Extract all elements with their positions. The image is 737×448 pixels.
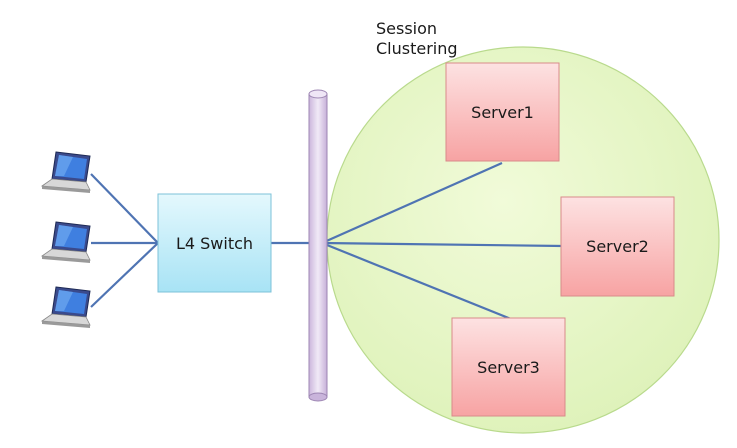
client2-laptop-icon [40,221,91,263]
l4-switch-node: L4 Switch [157,193,272,293]
server2-node: Server2 [560,196,675,297]
link-bus-server2 [321,241,564,248]
cluster-label-line1: Session [376,19,437,38]
server1-label: Server1 [471,103,534,122]
link-client3-switch [90,242,159,308]
link-bus-server1 [321,161,503,245]
server3-label: Server3 [477,358,540,377]
client1-laptop-icon [40,151,91,193]
server3-node: Server3 [451,317,566,417]
cluster-label-line2: Clustering [376,39,458,58]
l4-switch-label: L4 Switch [176,234,253,253]
server2-label: Server2 [586,237,649,256]
link-bus-server3 [321,241,512,321]
connection-lines [90,161,564,321]
link-client1-switch [90,173,159,244]
client3-laptop-icon [40,286,91,328]
network-bus [308,89,328,402]
server1-node: Server1 [445,62,560,162]
